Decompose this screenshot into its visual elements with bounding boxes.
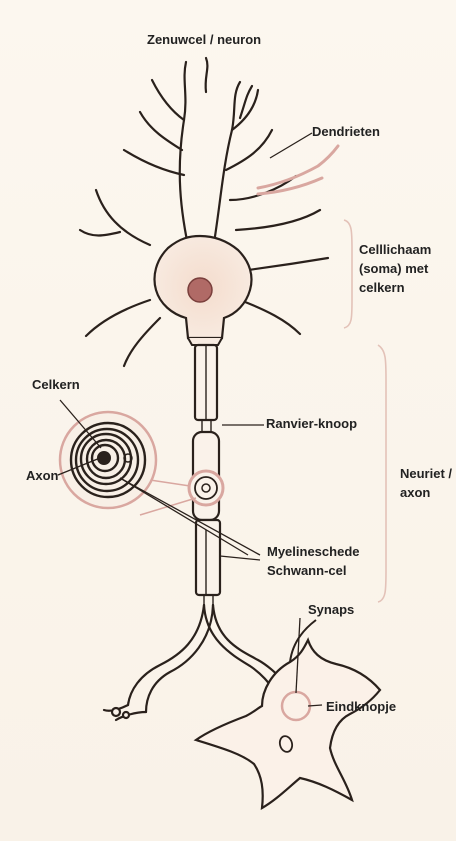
label-synaps: Synaps	[308, 600, 354, 619]
label-dendrieten: Dendrieten	[312, 122, 380, 141]
label-ranvier-knoop: Ranvier-knoop	[266, 414, 357, 433]
axon-cross-section	[189, 471, 223, 505]
label-eindknopje: Eindknopje	[326, 697, 396, 716]
label-celkern: Celkern	[32, 375, 80, 394]
dendrite-highlight	[258, 146, 338, 194]
diagram-title: Zenuwcel / neuron	[147, 30, 261, 49]
target-neuron	[196, 640, 380, 808]
label-cellichaam: Celllichaam (soma) met celkern	[359, 240, 449, 297]
label-axon: Axon	[26, 466, 59, 485]
label-myelineschede: Myelineschede	[267, 542, 360, 561]
myelin-cross-section-detail	[60, 412, 156, 508]
neurite-bracket	[378, 345, 386, 602]
soma-bracket	[344, 220, 352, 328]
soma-nucleus	[188, 278, 212, 302]
label-neuriet: Neuriet / axon	[400, 464, 456, 502]
label-schwann-cel: Schwann-cel	[267, 561, 346, 580]
